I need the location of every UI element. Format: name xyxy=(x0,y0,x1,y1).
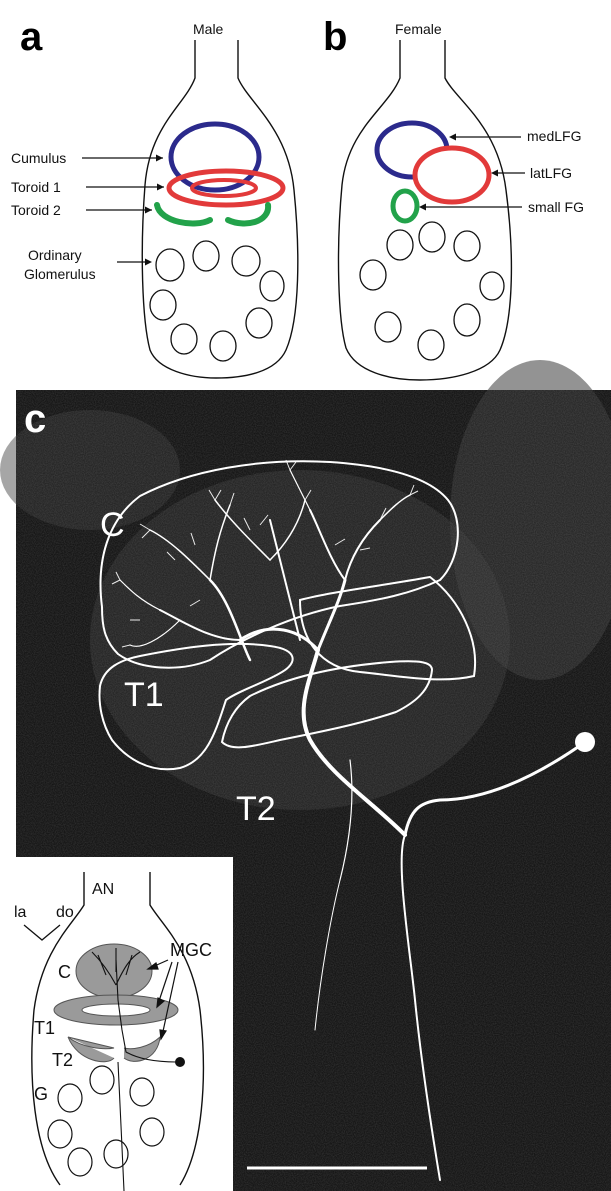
small-fg-shape xyxy=(393,191,417,221)
label-toroid-2: Toroid 2 xyxy=(11,202,61,218)
arrowhead-ordinary xyxy=(145,259,152,266)
label-medlfg: medLFG xyxy=(527,128,581,144)
arrowhead-toroid-2 xyxy=(145,207,152,214)
region-t2-label: T2 xyxy=(236,790,276,828)
arrowhead-small-fg xyxy=(419,204,426,211)
arrowhead-latlfg xyxy=(491,170,498,177)
toroid-2-shape xyxy=(157,205,268,224)
panel-c-letter: c xyxy=(24,397,46,441)
label-small-fg: small FG xyxy=(528,199,584,215)
neuron-cell-body xyxy=(575,732,595,752)
label-ordinary-1: Ordinary xyxy=(28,247,82,263)
panel-a-title: Male xyxy=(193,21,224,37)
inset-do-label: do xyxy=(56,904,74,921)
inset-cell-body xyxy=(175,1057,185,1067)
label-cumulus: Cumulus xyxy=(11,150,66,166)
inset-c-label: C xyxy=(58,962,71,982)
antennal-lobe-outline-male xyxy=(142,40,298,378)
inset-t2-label: T2 xyxy=(52,1050,73,1070)
panel-b-title: Female xyxy=(395,21,442,37)
panel-b-letter: b xyxy=(323,15,347,59)
arrowhead-medlfg xyxy=(449,134,456,141)
label-toroid-1: Toroid 1 xyxy=(11,179,61,195)
inset-la-label: la xyxy=(14,904,27,921)
inset-mgc-label: MGC xyxy=(170,940,212,960)
inset-an-label: AN xyxy=(92,881,114,898)
arrowhead-toroid-1 xyxy=(157,184,164,191)
inset-toroid-1-hole xyxy=(82,1004,150,1016)
region-c-label: C xyxy=(100,506,125,544)
region-t1-label: T1 xyxy=(124,676,164,714)
arrowhead-cumulus xyxy=(156,155,163,162)
panel-b: b Female medLFG latLFG small FG xyxy=(323,15,584,380)
latlfg-shape xyxy=(415,148,489,202)
antennal-lobe-outline-female xyxy=(339,40,512,380)
inset-g-label: G xyxy=(34,1084,48,1104)
inset-cumulus xyxy=(76,944,152,998)
panel-a-letter: a xyxy=(20,15,43,59)
ordinary-glomeruli-male xyxy=(150,241,284,361)
label-latlfg: latLFG xyxy=(530,165,572,181)
label-ordinary-2: Glomerulus xyxy=(24,266,96,282)
inset-schematic: AN la do C T1 T2 G MGC xyxy=(0,857,233,1191)
inset-t1-label: T1 xyxy=(34,1018,55,1038)
ordinary-glomeruli-female xyxy=(360,222,504,360)
panel-a: a Male Cumulus Toroid 1 Toroid 2 xyxy=(11,15,298,378)
